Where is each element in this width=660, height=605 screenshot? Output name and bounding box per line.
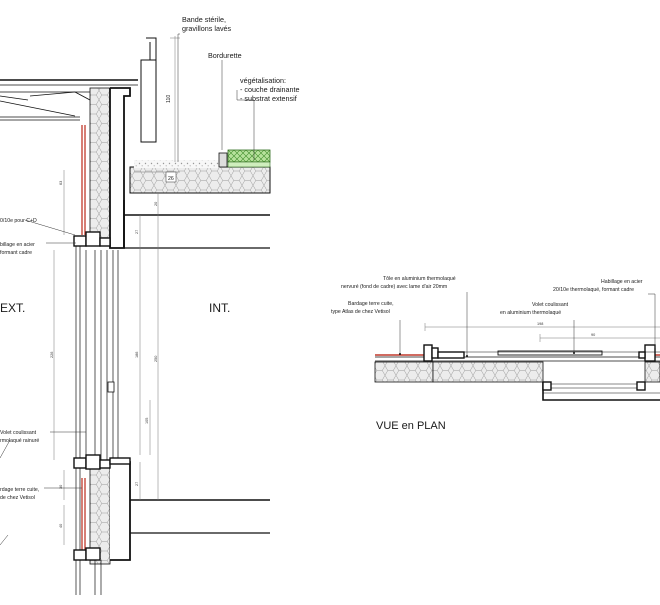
plan-view: 198 90 Tôle en aluminium thermolaqué ner… [331,276,660,432]
label-volet-1: Volet coulissant [0,430,37,436]
dim-26: 26 [168,176,174,182]
plan-label-bardage-1: Bardage terre cuite, [348,301,394,307]
frame-node-top [73,231,111,247]
label-habillage-2: formant cadre [0,250,32,256]
roof-insulation [129,166,271,194]
roof-canopy [0,79,138,121]
dim-20: 20 [154,202,158,206]
plan-insulation-right [644,361,660,383]
parapet-coping [140,37,157,143]
bordurette-edge [218,152,228,168]
dim-110: 110 [166,95,172,103]
green-roof [227,149,271,163]
dim-27a: 27 [135,230,139,234]
label-bardage-2: de chez Vetisol [0,495,35,501]
plan-leaders [399,292,656,356]
plan-label-tole-2: nervuré (fond de cadre) avec lame d'air … [341,284,447,290]
label-bardage-1: rdage terre cuite, [0,487,39,493]
label-habillage-1: billage en acier [0,242,35,248]
label-veget-2: - couche drainante [240,85,300,94]
label-bande-1: Bande stérile, [182,15,226,24]
window-frame-lines [75,240,119,595]
label-bordurette: Bordurette [208,51,242,60]
dim-63: 63 [59,181,63,185]
label-ext: EXT. [0,301,25,315]
plan-insulation-left [374,361,434,383]
plan-label-tole-1: Tôle en aluminium thermolaqué [383,276,456,282]
gravel-strip [134,160,220,168]
dim-226: 226 [50,352,54,358]
plan-glazing [464,351,660,389]
plan-dim-90: 90 [591,333,595,337]
plan-label-habillage-1: Habillage en acier [601,279,643,285]
label-veget-3: - substrat extensif [240,94,297,103]
section-leaders [0,33,255,546]
plan-label-bardage-2: type Atlas de chez Vetisol [331,309,390,315]
label-int: INT. [209,301,230,315]
frame-node-low [73,547,101,561]
plan-title: VUE en PLAN [376,420,446,432]
frame-node-mid [73,454,131,470]
plan-dim-198: 198 [537,322,543,326]
dim-186: 186 [135,352,139,358]
label-veget-1: végétalisation: [240,76,286,85]
plan-dimension-lines [424,323,660,342]
plan-insulation-mid [432,361,544,383]
section-dimension-lines [53,36,180,545]
terracotta-cladding [81,125,86,558]
plan-label-volet-2: en aluminium thermolaqué [500,310,561,316]
sash-handle [107,381,115,393]
plan-label-habillage-2: 20/10e thermolaqué, formant cadre [553,287,634,293]
dim-105: 105 [145,418,149,424]
label-bande-2: gravillons lavés [182,24,232,33]
plan-label-volet-1: Volet coulissant [532,302,569,308]
dim-27b: 27 [135,482,139,486]
dim-250: 250 [154,356,158,362]
dim-40: 40 [59,524,63,528]
dim-30: 30 [59,485,63,489]
concrete-wall [109,87,270,561]
label-volet-2: rmolaqué rainuré [0,438,39,444]
dim-26-box [165,171,177,183]
label-toit-callout: 0/10e pour C+D [0,218,37,224]
section-view: 110 26 20 27 63 226 186 250 105 27 30 40… [0,15,300,595]
plan-frames [423,344,656,391]
